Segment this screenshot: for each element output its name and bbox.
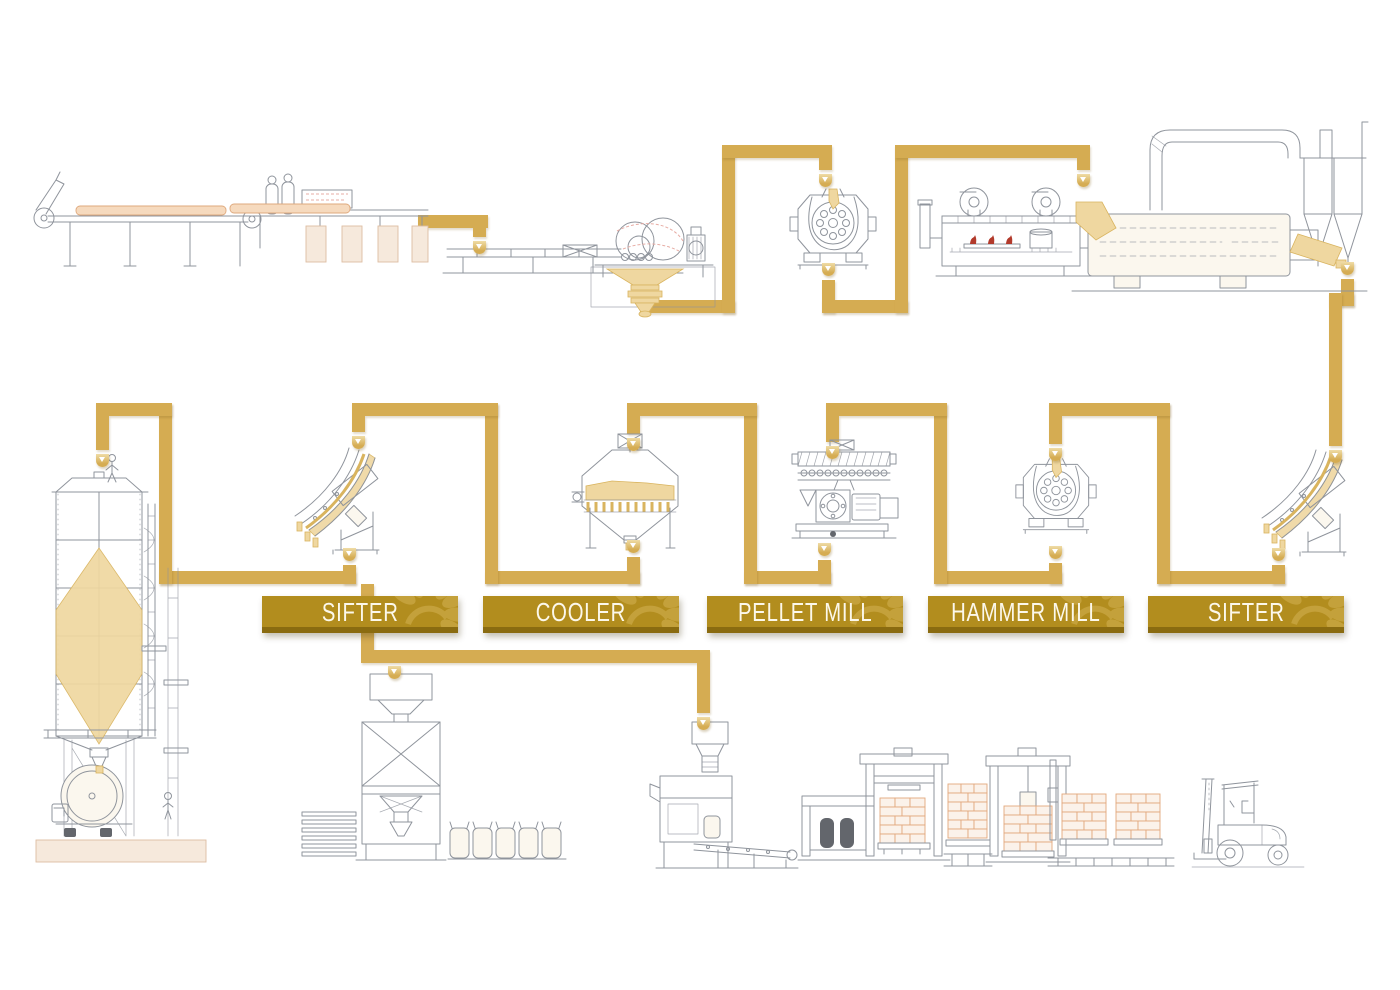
flow-arrow (96, 454, 109, 467)
banner-label: SIFTER (321, 596, 399, 627)
flow-arrow (352, 436, 365, 449)
pipe-segment (627, 416, 640, 434)
gear-watermark-icon (391, 596, 458, 627)
pipe-segment (1329, 293, 1342, 446)
grinder-mill (789, 188, 877, 270)
flow-arrow (473, 241, 486, 254)
gear-watermark-icon (1277, 596, 1344, 627)
pallet-press (985, 747, 1071, 863)
pipe-segment (697, 663, 710, 713)
gear-watermark-icon (612, 596, 679, 627)
pipe-segment (934, 571, 1062, 584)
pipe-segment (826, 416, 839, 442)
pipe-segment (159, 571, 356, 584)
pipe-segment (352, 403, 498, 416)
pipe-segment (744, 571, 831, 584)
flow-arrow (1272, 548, 1285, 561)
pipe-segment (1049, 403, 1170, 416)
pipe-segment (485, 403, 498, 584)
pipe-segment (722, 145, 735, 313)
pipe-segment (895, 145, 908, 313)
pipe-segment (96, 403, 172, 416)
pipe-segment (934, 403, 947, 584)
banner-pellet-mill[interactable]: PELLET MILL (707, 596, 903, 633)
flow-arrow (822, 263, 835, 276)
hammer-mill-machine (1015, 458, 1097, 534)
outfeed-conveyor (1047, 759, 1175, 867)
wood-chipper (442, 217, 716, 318)
bag-filling-machine (649, 721, 799, 869)
pipe-segment (1157, 403, 1170, 584)
pipe-segment (627, 403, 757, 416)
pipe-segment (1049, 416, 1062, 444)
forklift (1191, 778, 1305, 868)
pipe-segment (826, 403, 947, 416)
banner-label: HAMMER MILL (951, 596, 1101, 627)
sifter-machine-left (294, 447, 380, 555)
pipe-segment (722, 145, 832, 158)
banner-sifter-2[interactable]: SIFTER (1148, 596, 1344, 633)
pipe-segment (485, 571, 640, 584)
pellet-mill-machine (791, 439, 899, 539)
bag-closing-station (797, 795, 879, 861)
flow-arrow (1077, 174, 1090, 187)
pipe-segment (361, 650, 710, 663)
gear-watermark-icon (836, 596, 903, 627)
flow-arrow (1049, 546, 1062, 559)
flow-arrow (826, 446, 839, 459)
storage-silo (35, 454, 207, 863)
palletizer (857, 747, 951, 861)
flow-arrow (627, 438, 640, 451)
pipe-segment (96, 416, 109, 450)
flow-arrow (819, 174, 832, 187)
banner-sifter-1[interactable]: SIFTER (262, 596, 458, 633)
pipe-segment (418, 215, 488, 228)
bagging-tower (301, 673, 567, 861)
banner-label: SIFTER (1207, 596, 1285, 627)
flow-arrow (343, 548, 356, 561)
pipe-segment (640, 300, 735, 313)
pipe-segment (159, 403, 172, 584)
flow-arrow (627, 540, 640, 553)
flow-arrow (1341, 262, 1354, 275)
cooler-machine (571, 433, 679, 551)
flow-arrow (818, 543, 831, 556)
flow-arrow (388, 666, 401, 679)
pipe-segment (1077, 158, 1090, 170)
flow-arrow (1049, 448, 1062, 461)
pipe-segment (1157, 571, 1285, 584)
sifter-machine-right (1261, 449, 1347, 557)
banner-label: COOLER (535, 596, 627, 627)
pipe-segment (819, 158, 832, 170)
pipe-segment (895, 145, 1090, 158)
pipe-segment (822, 300, 908, 313)
pipe-segment (473, 228, 486, 237)
pipe-segment (352, 416, 365, 432)
banner-label: PELLET MILL (737, 596, 873, 627)
log-infeed-conveyor (33, 171, 429, 267)
banner-hammer-mill[interactable]: HAMMER MILL (928, 596, 1124, 633)
banner-cooler[interactable]: COOLER (483, 596, 679, 633)
gear-watermark-icon (1057, 596, 1124, 627)
pallet-stack (943, 783, 993, 867)
flow-arrow (1329, 450, 1342, 463)
drum-dryer (1071, 121, 1369, 292)
flow-arrow (697, 717, 710, 730)
pipe-segment (744, 403, 757, 584)
